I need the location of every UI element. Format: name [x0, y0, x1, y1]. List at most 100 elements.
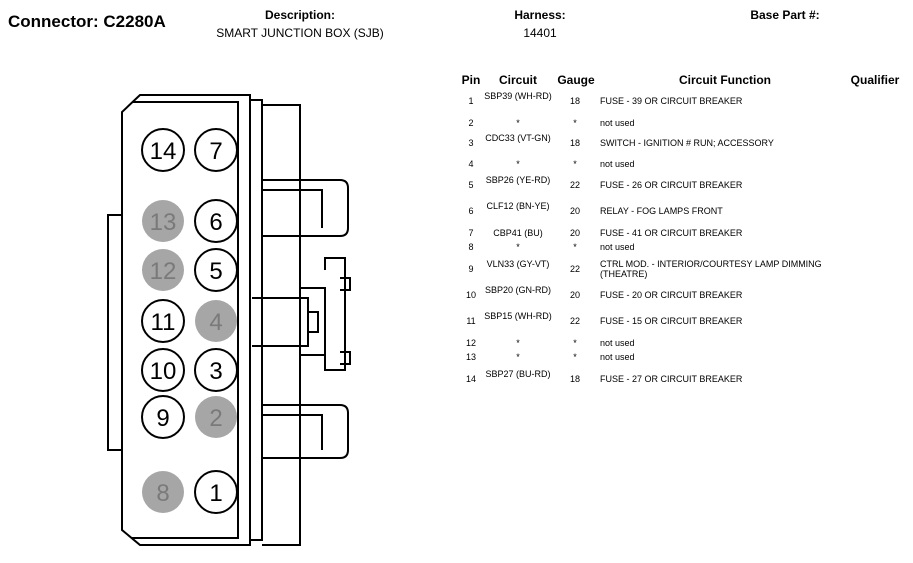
row-circuit: * [516, 159, 520, 169]
pin-2-circle [195, 396, 237, 438]
row-gauge: * [573, 118, 577, 128]
row-gauge: 22 [569, 264, 580, 274]
row-pin: 6 [468, 206, 474, 216]
row-gauge: 18 [569, 374, 580, 384]
row-pin: 1 [468, 96, 474, 106]
latch-body [300, 287, 326, 356]
row-circuit: * [516, 352, 520, 362]
row-gauge: * [573, 338, 577, 348]
latch-pin [308, 311, 319, 333]
row-circuit: * [516, 242, 520, 252]
row-circuit: SBP20 (GN-RD) [484, 285, 551, 295]
row-pin: 3 [468, 138, 474, 148]
harness-label: Harness: [514, 8, 566, 22]
row-gauge: 18 [569, 138, 580, 148]
pin-1-label: 1 [209, 480, 222, 507]
pin-2-label: 2 [209, 405, 222, 432]
row-function: not used [600, 242, 635, 252]
row-pin: 13 [465, 352, 476, 362]
base-part-label: Base Part #: [750, 8, 820, 22]
pin-4-circle [195, 300, 237, 342]
row-gauge: * [573, 159, 577, 169]
pin-6-circle [194, 199, 238, 243]
pin-14-label: 14 [150, 138, 177, 165]
right-wall-inner [262, 104, 301, 546]
row-gauge: 20 [569, 206, 580, 216]
pin-7-circle [194, 128, 238, 172]
row-gauge: 22 [569, 180, 580, 190]
col-header-pin: Pin [461, 73, 481, 87]
pin-1-circle [194, 470, 238, 514]
pin-12-circle [142, 249, 184, 291]
col-header-function: Circuit Function [679, 73, 771, 87]
row-circuit: SBP26 (YE-RD) [485, 175, 551, 185]
pin-4-label: 4 [209, 309, 222, 336]
row-function: FUSE - 27 OR CIRCUIT BREAKER [600, 374, 743, 384]
pin-10-label: 10 [150, 358, 177, 385]
pin-7-label: 7 [209, 138, 222, 165]
row-pin: 14 [465, 374, 476, 384]
pin-14-circle [141, 128, 185, 172]
housing-inner [132, 101, 239, 539]
col-header-gauge: Gauge [557, 73, 595, 87]
pin-9-circle [141, 395, 185, 439]
row-gauge: 20 [569, 228, 580, 238]
row-function: FUSE - 26 OR CIRCUIT BREAKER [600, 180, 743, 190]
row-pin: 9 [468, 264, 474, 274]
pin-5-label: 5 [209, 258, 222, 285]
row-circuit: SBP15 (WH-RD) [484, 311, 552, 321]
latch-arm [324, 257, 346, 371]
row-function: not used [600, 159, 635, 169]
pin-8-label: 8 [156, 480, 169, 507]
harness-value: 14401 [523, 26, 557, 40]
row-gauge: 20 [569, 290, 580, 300]
description-label: Description: [264, 8, 335, 22]
row-circuit: CDC33 (VT-GN) [485, 133, 551, 143]
row-function: FUSE - 15 OR CIRCUIT BREAKER [600, 316, 743, 326]
row-gauge: * [573, 352, 577, 362]
latch-notch-lower [340, 351, 351, 365]
pin-6-label: 6 [209, 209, 222, 236]
lower-tab [262, 404, 349, 459]
row-circuit: * [516, 338, 520, 348]
row-pin: 4 [468, 159, 474, 169]
pin-5-circle [194, 248, 238, 292]
row-function: FUSE - 41 OR CIRCUIT BREAKER [600, 228, 743, 238]
row-gauge: 22 [569, 316, 580, 326]
pin-10-circle [141, 348, 185, 392]
row-function: CTRL MOD. - INTERIOR/COURTESY LAMP DIMMI… [600, 259, 822, 279]
row-pin: 11 [466, 316, 476, 326]
connector-title: Connector: C2280A [8, 12, 166, 31]
row-function: not used [600, 338, 635, 348]
row-pin: 5 [468, 180, 474, 190]
col-header-circuit: Circuit [498, 73, 537, 87]
pin-9-label: 9 [156, 405, 169, 432]
left-latch [107, 214, 122, 451]
pin-11-label: 11 [151, 309, 176, 336]
pin-8-circle [142, 471, 184, 513]
row-circuit: SBP39 (WH-RD) [484, 91, 552, 101]
lower-tab-inner [262, 414, 323, 450]
row-pin: 10 [465, 290, 476, 300]
row-pin: 8 [468, 242, 474, 252]
col-header-qualifier: Qualifier [850, 73, 900, 87]
pin-3-circle [194, 348, 238, 392]
row-pin: 2 [468, 118, 474, 128]
row-pin: 12 [465, 338, 476, 348]
description-value: SMART JUNCTION BOX (SJB) [216, 26, 384, 40]
row-circuit: CBP41 (BU) [493, 228, 543, 238]
row-function: SWITCH - IGNITION # RUN; ACCESSORY [600, 138, 774, 148]
row-circuit: VLN33 (GY-VT) [486, 259, 550, 269]
row-function: RELAY - FOG LAMPS FRONT [600, 206, 723, 216]
latch-slot [252, 297, 309, 347]
row-circuit: SBP27 (BU-RD) [485, 369, 551, 379]
row-gauge: * [573, 242, 577, 252]
row-function: not used [600, 352, 635, 362]
row-circuit: CLF12 (BN-YE) [486, 201, 550, 211]
pin-11-circle [141, 299, 185, 343]
pin-3-label: 3 [209, 358, 222, 385]
row-circuit: * [516, 118, 520, 128]
row-pin: 7 [468, 228, 474, 238]
